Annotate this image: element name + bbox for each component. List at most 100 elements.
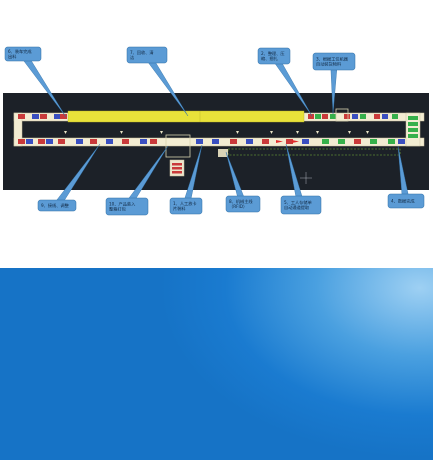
callout-text-c6-1: 出料: [8, 53, 17, 60]
callout-text-c5-1: 自动通道提取: [284, 204, 310, 211]
callout-text-c4-0: 4、数据完成: [391, 198, 415, 205]
packing-slot-0: [172, 163, 182, 166]
packing-slot-1: [172, 167, 182, 170]
station-lower-9: [140, 139, 147, 144]
left-return: [13, 112, 23, 147]
direction-marker-7: [348, 131, 351, 134]
station-lower-10: [150, 139, 157, 144]
station-lower-12: [212, 139, 219, 144]
flow-arrow-1: [292, 140, 299, 143]
callout-text-c5-0: 5、工人存储单: [284, 199, 312, 206]
station-lower-3: [46, 139, 53, 144]
flow-arrow-0: [276, 140, 283, 143]
conveyor-layout: [13, 108, 425, 184]
direction-marker-4: [270, 131, 273, 134]
station-lower-14: [246, 139, 253, 144]
station-lower-5: [76, 139, 83, 144]
station-lower-11: [196, 139, 203, 144]
callout-text-c6-0: 6、装车完成: [8, 48, 32, 55]
callout-c4: 4、数据完成: [387, 145, 425, 209]
callout-text-c9-0: 9、接线、调整: [41, 202, 70, 209]
station-upper-right-6: [360, 114, 366, 119]
station-upper-left-1: [32, 114, 39, 119]
station-upper-right-7: [374, 114, 380, 119]
station-upper-right-1: [315, 114, 321, 119]
direction-marker-8: [366, 131, 369, 134]
station-lower-17: [302, 139, 309, 144]
callout-text-c10-1: 整箱打包: [109, 206, 127, 213]
callout-box-c4: [387, 193, 425, 209]
direction-marker-6: [316, 131, 319, 134]
callout-text-c7-1: 洁: [130, 54, 134, 61]
junction-box: [335, 108, 349, 122]
station-lower-21: [370, 139, 377, 144]
station-lower-15: [262, 139, 269, 144]
callout-text-c1-0: 1、人工放卡: [173, 200, 197, 207]
direction-marker-2: [160, 131, 163, 134]
station-upper-right-3: [330, 114, 336, 119]
callout-box-c3: [312, 52, 356, 71]
callout-text-c7-0: 7、回收、清: [130, 49, 154, 56]
rfid-start-block: [218, 149, 228, 157]
station-upper-right-0: [308, 114, 314, 119]
station-upper-left-4: [60, 114, 67, 119]
station-upper-right-2: [322, 114, 328, 119]
yellow-belt: [67, 110, 305, 123]
station-upper-left-0: [18, 114, 25, 119]
station-lower-13: [230, 139, 237, 144]
callout-box-c2: [257, 47, 291, 65]
station-lower-1: [26, 139, 33, 144]
station-lower-2: [38, 139, 45, 144]
callout-text-c1-1: 片装料: [173, 205, 186, 212]
station-lower-8: [122, 139, 129, 144]
station-lower-0: [18, 139, 25, 144]
callout-text-c8-0: 8、机械主线: [229, 198, 253, 205]
callout-box-c6: [4, 46, 42, 62]
direction-marker-1: [120, 131, 123, 134]
packing-slot-2: [172, 171, 182, 174]
station-upper-right-4: [344, 114, 350, 119]
callout-text-c10-0: 10、产品装入: [109, 201, 136, 208]
direction-marker-5: [296, 131, 299, 134]
station-lower-7: [106, 139, 113, 144]
station-lower-6: [90, 139, 97, 144]
station-upper-left-3: [54, 114, 61, 119]
station-lower-22: [388, 139, 395, 144]
callout-box-c9: [37, 199, 77, 212]
station-lower-23: [398, 139, 405, 144]
callout-text-c2-1: 缩、捆扎: [261, 55, 278, 62]
callout-box-c8: [225, 195, 261, 213]
callout-text-c2-0: 2、整理、压: [261, 50, 285, 57]
station-lower-20: [354, 139, 361, 144]
station-upper-right-9: [392, 114, 398, 119]
blue-gradient-panel: [0, 268, 433, 460]
rfid-track: [227, 148, 401, 156]
station-lower-18: [322, 139, 329, 144]
callout-box-c5: [280, 195, 322, 215]
callout-c7: 7、回收、清洁: [126, 46, 189, 117]
station-right-3: [408, 134, 418, 138]
callout-c2: 2、整理、压缩、捆扎: [257, 47, 313, 117]
callout-box-c1: [169, 197, 203, 215]
callout-text-c3-0: 3、根据工位机器: [316, 56, 349, 63]
direction-marker-3: [236, 131, 239, 134]
station-right-0: [408, 116, 418, 120]
direction-marker-0: [64, 131, 67, 134]
transfer-station-frame: [165, 134, 191, 158]
station-right-2: [408, 128, 418, 132]
station-upper-left-2: [40, 114, 47, 119]
callout-text-c3-1: 自动装货物料: [316, 61, 342, 68]
station-lower-16: [286, 139, 293, 144]
callout-c9: 9、接线、调整: [37, 143, 101, 212]
station-lower-4: [58, 139, 65, 144]
callout-text-c8-1: （RFID）: [229, 204, 247, 209]
callout-box-c7: [126, 46, 168, 64]
